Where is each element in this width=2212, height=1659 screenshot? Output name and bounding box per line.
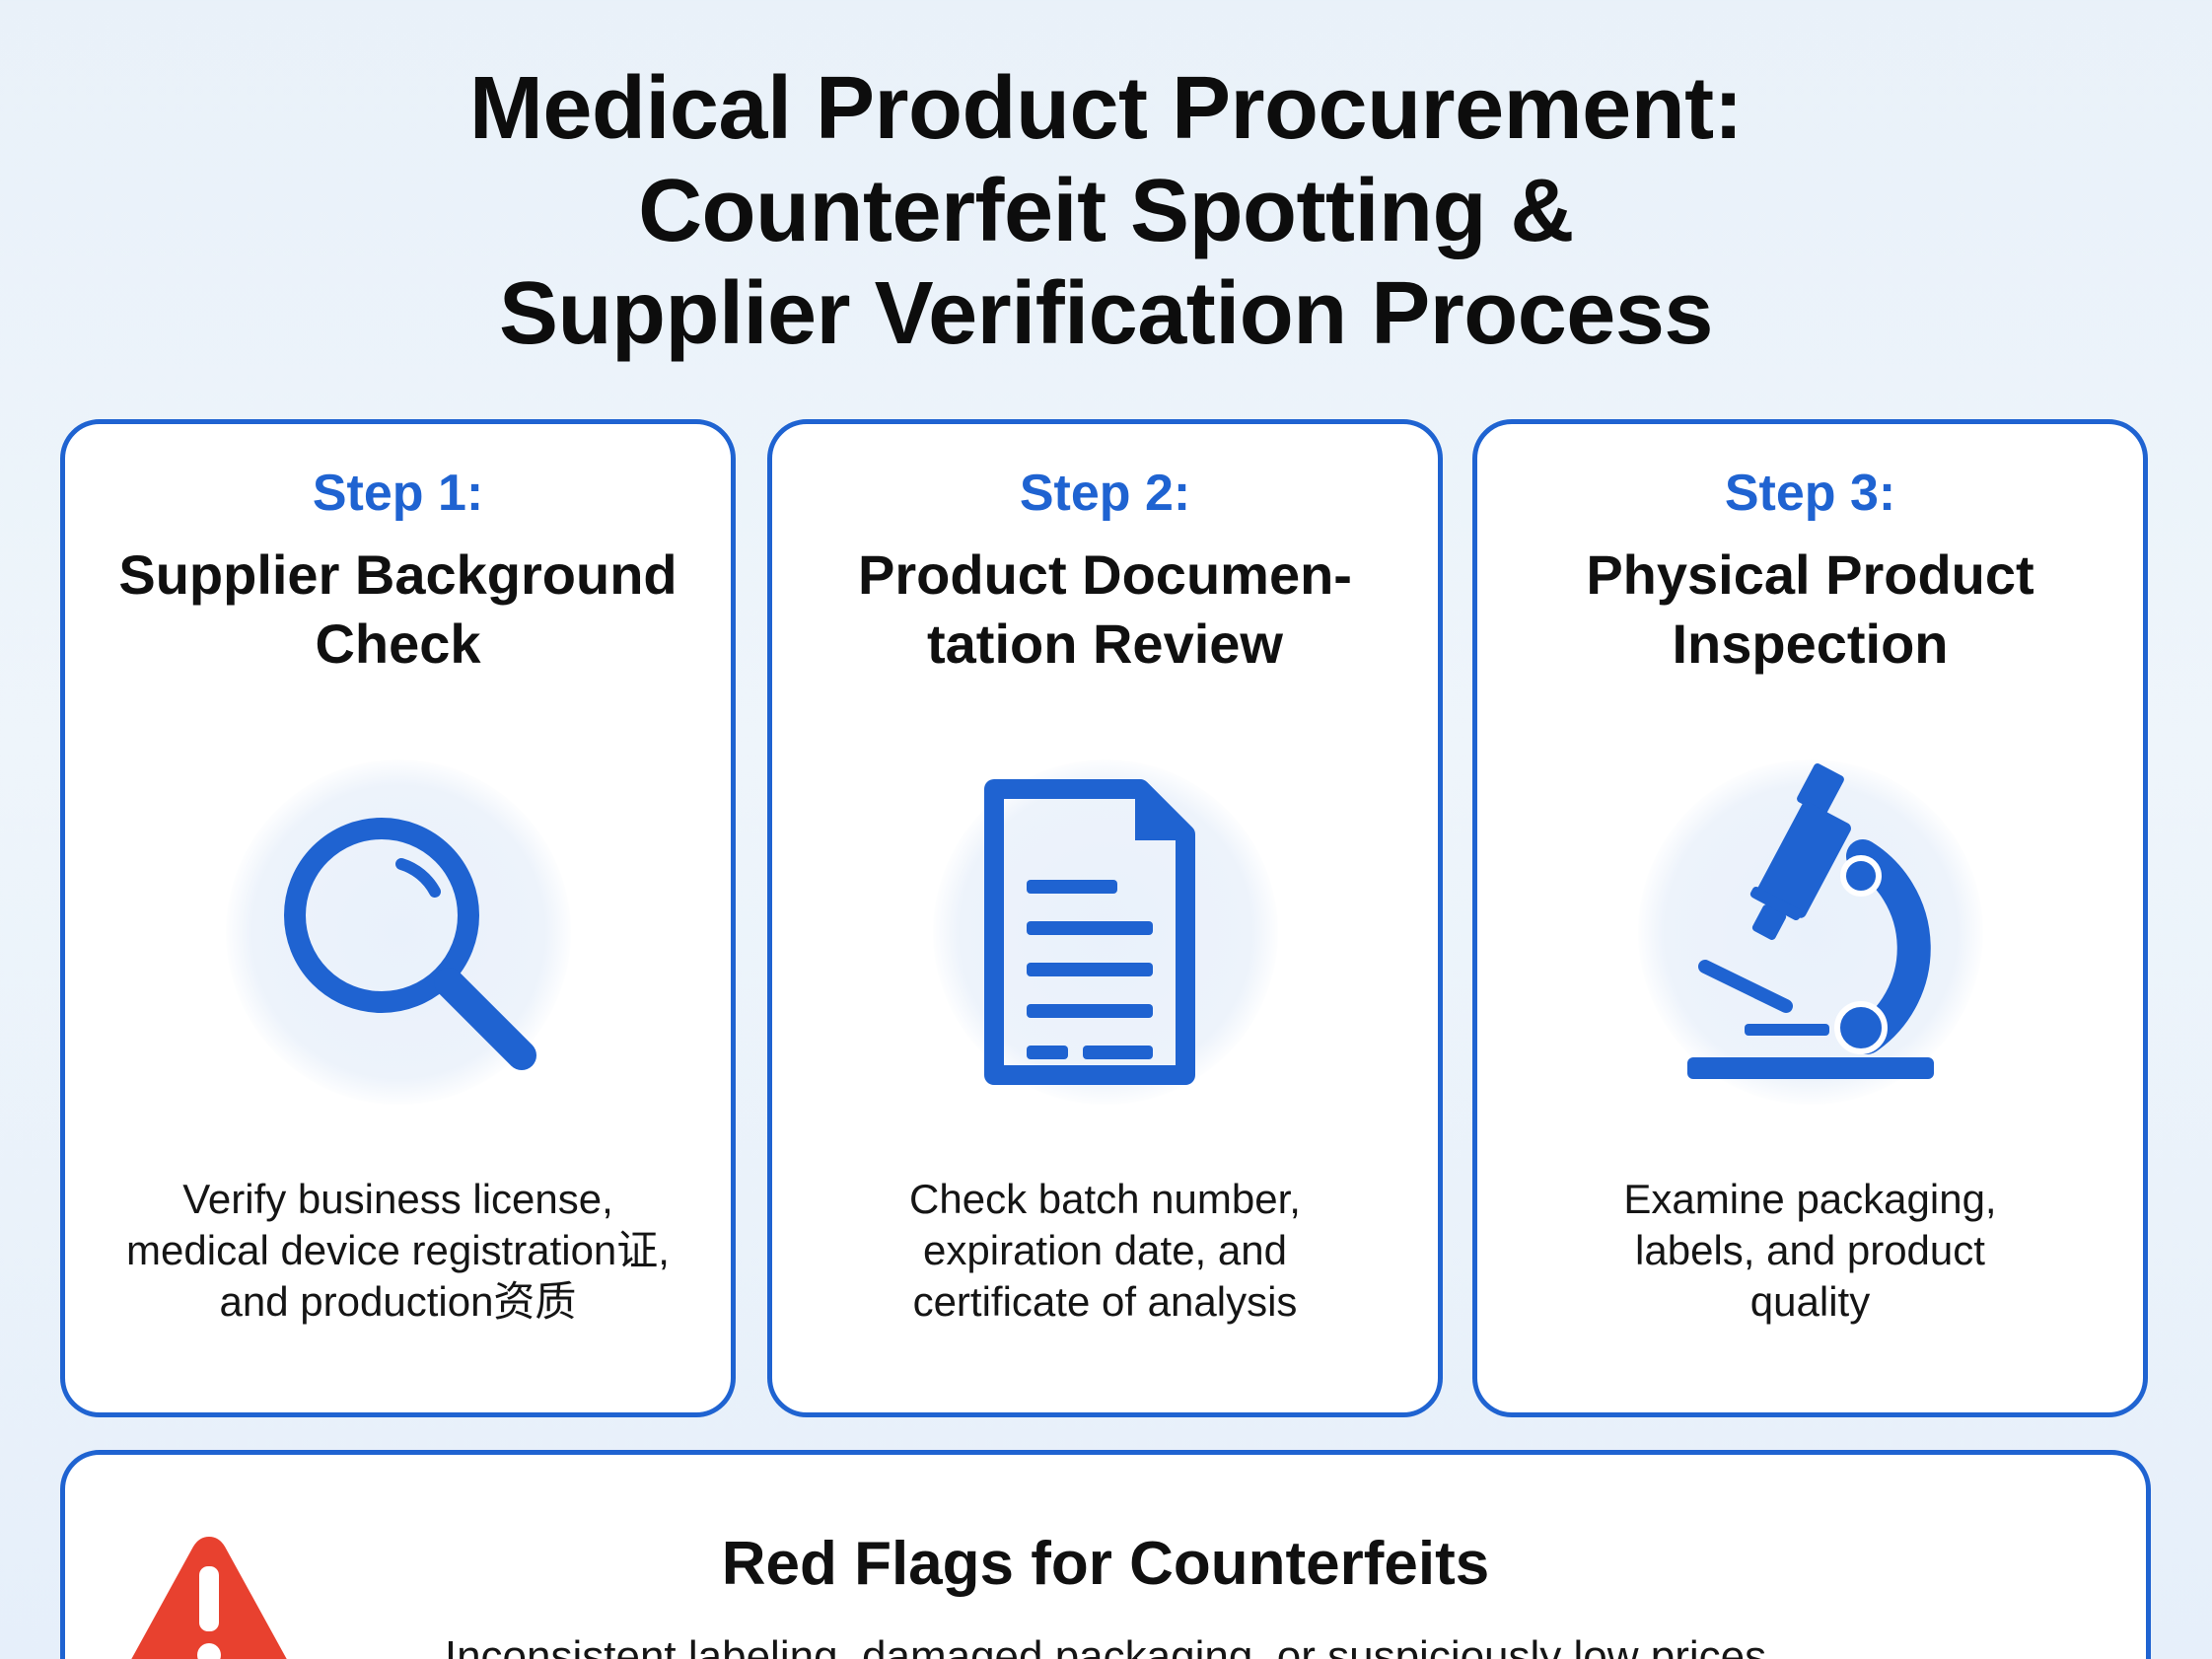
step-2-icon-circle bbox=[932, 759, 1278, 1105]
red-flags-description: Inconsistent labeling, damaged packaging… bbox=[444, 1632, 1767, 1659]
title-line-1: Medical Product Procurement: bbox=[468, 59, 1744, 158]
step-3-description: Examine packaging, labels, and product q… bbox=[1497, 1174, 2123, 1328]
step-3-desc-line: labels, and product bbox=[1635, 1227, 1985, 1273]
step-3-desc-line: quality bbox=[1749, 1278, 1871, 1325]
step-card-1: Step 1: Supplier Background Check Verify… bbox=[60, 419, 736, 1417]
step-1-icon-circle bbox=[225, 759, 571, 1105]
step-1-desc-line: and production资质 bbox=[219, 1278, 577, 1325]
step-3-desc-line: Examine packaging, bbox=[1623, 1176, 1997, 1222]
step-1-desc-line: medical device registration证, bbox=[126, 1227, 670, 1273]
step-1-title-line: Supplier Background bbox=[118, 543, 678, 606]
step-1-title: Supplier Background Check bbox=[65, 541, 731, 679]
step-2-desc-line: expiration date, and bbox=[923, 1227, 1287, 1273]
title-line-2: Counterfeit Spotting & bbox=[638, 162, 1574, 260]
page-title: Medical Product Procurement: Counterfeit… bbox=[0, 57, 2212, 365]
step-1-description: Verify business license, medical device … bbox=[85, 1174, 711, 1328]
red-flags-panel: Red Flags for Counterfeits Inconsistent … bbox=[60, 1450, 2151, 1659]
step-2-title-line: Product Documen- bbox=[858, 543, 1352, 606]
magnifying-glass-icon bbox=[283, 818, 536, 1070]
step-1-label: Step 1: bbox=[312, 465, 484, 522]
step-2-desc-line: Check batch number, bbox=[909, 1176, 1301, 1222]
step-card-2: Step 2: Product Documen- tation Review C… bbox=[767, 419, 1443, 1417]
step-2-title: Product Documen- tation Review bbox=[772, 541, 1438, 679]
microscope-icon bbox=[1686, 763, 1934, 1079]
step-2-desc-line: certificate of analysis bbox=[912, 1278, 1298, 1325]
step-3-label: Step 3: bbox=[1724, 465, 1896, 522]
step-2-description: Check batch number, expiration date, and… bbox=[792, 1174, 1418, 1328]
step-3-icon-circle bbox=[1637, 759, 1983, 1105]
step-3-title-line: Inspection bbox=[1672, 613, 1949, 675]
step-3-title: Physical Product Inspection bbox=[1477, 541, 2143, 679]
step-2-label: Step 2: bbox=[1019, 465, 1191, 522]
step-card-3: Step 3: Physical Product Inspection Exam… bbox=[1472, 419, 2148, 1417]
step-1-title-line: Check bbox=[315, 613, 481, 675]
document-icon bbox=[983, 779, 1195, 1085]
warning-triangle-icon bbox=[131, 1537, 287, 1659]
red-flags-title: Red Flags for Counterfeits bbox=[721, 1530, 1490, 1598]
step-2-title-line: tation Review bbox=[927, 613, 1283, 675]
title-line-3: Supplier Verification Process bbox=[499, 264, 1713, 363]
step-1-desc-line: Verify business license, bbox=[182, 1176, 613, 1222]
step-3-title-line: Physical Product bbox=[1586, 543, 2034, 606]
